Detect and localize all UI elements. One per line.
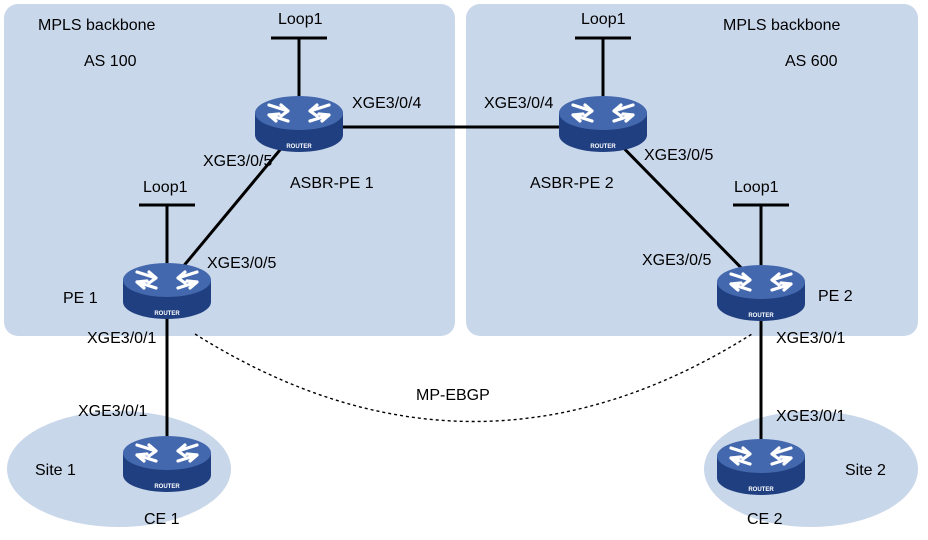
svg-text:ROUTER: ROUTER [154,484,180,490]
pe2-name: PE 2 [818,288,853,305]
asbr-pe2-interface-to-pe2: XGE3/0/5 [644,147,713,164]
svg-text:ROUTER: ROUTER [154,311,180,317]
svg-text:ROUTER: ROUTER [748,487,774,493]
as100-domain-area [4,4,455,336]
router-icon[interactable]: ROUTER [121,261,213,321]
router-icon[interactable]: ROUTER [557,94,649,154]
asbr-pe1-name: ASBR-PE 1 [290,175,374,192]
router-icon[interactable]: ROUTER [715,263,807,323]
svg-text:ROUTER: ROUTER [748,313,774,319]
asbr-pe1-interface-to-asbr-pe2: XGE3/0/4 [352,95,421,112]
site1-label: Site 1 [35,462,76,479]
as600-number: AS 600 [785,53,838,70]
ce2-name: CE 2 [747,511,783,528]
pe1-interface-to-ce1: XGE3/0/1 [87,330,156,347]
ce1-interface-to-pe1: XGE3/0/1 [78,403,147,420]
pe1-interface-to-asbr-pe1: XGE3/0/5 [207,255,276,272]
svg-text:ROUTER: ROUTER [590,144,616,150]
asbr-pe2-name: ASBR-PE 2 [530,175,614,192]
pe1-name: PE 1 [63,290,98,307]
mp-ebgp-session-line [194,333,753,423]
router-icon[interactable]: ROUTER [121,434,213,494]
svg-text:ROUTER: ROUTER [286,144,312,150]
ce1-name: CE 1 [144,511,180,528]
as600-domain-title: MPLS backbone [723,17,841,34]
router-icon[interactable]: ROUTER [253,94,345,154]
pe2-interface-to-ce2: XGE3/0/1 [776,330,845,347]
site2-label: Site 2 [845,462,886,479]
asbr-pe1-loopback-label: Loop1 [278,11,323,28]
pe2-interface-to-asbr-pe2: XGE3/0/5 [642,252,711,269]
asbr-pe2-interface-to-asbr-pe1: XGE3/0/4 [484,95,553,112]
mp-ebgp-session-label: MP-EBGP [416,387,490,404]
link-asbr2-pe2 [601,125,763,290]
pe1-loopback-label: Loop1 [143,179,188,196]
link-asbr1-pe1 [165,126,301,287]
pe2-loopback-label: Loop1 [734,179,779,196]
as100-domain-title: MPLS backbone [38,17,156,34]
router-icon[interactable]: ROUTER [715,437,807,497]
as100-number: AS 100 [84,53,137,70]
asbr-pe1-interface-to-pe1: XGE3/0/5 [203,153,272,170]
as600-domain-area [466,4,918,336]
ce2-interface-to-pe2: XGE3/0/1 [776,408,845,425]
asbr-pe2-loopback-label: Loop1 [581,11,626,28]
